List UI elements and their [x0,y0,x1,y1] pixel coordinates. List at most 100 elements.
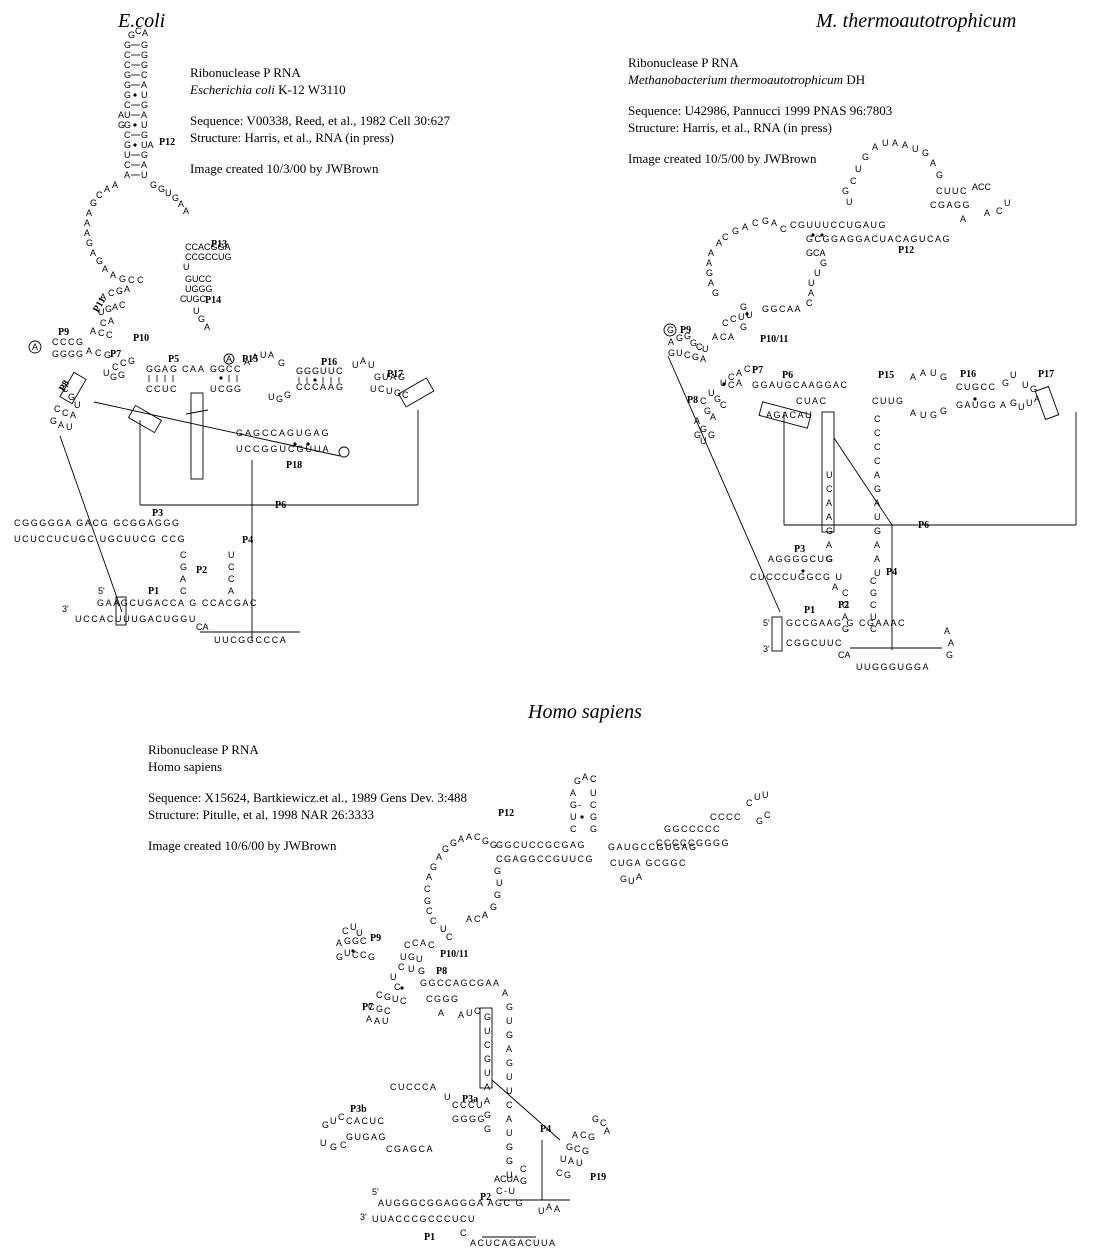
nucleotide-label: U [538,1206,545,1216]
nucleotide-label: U [762,790,769,800]
homo-helix-p1: P1 [424,1232,435,1243]
nucleotide-label: A [466,914,472,924]
homo-helix-p3a: P3a [462,1094,478,1105]
homo-helix-p19: P19 [590,1172,606,1183]
homo-helix-p10-11: P10/11 [440,949,468,960]
nucleotide-label: C [570,824,577,834]
homo-p9-p10: CUU AGGC GUCCG CCAC UGU [336,922,435,964]
nucleotide-label: U [320,1138,327,1148]
nucleotide-label: C [342,926,349,936]
nucleotide-label: CGAGCA [386,1144,434,1154]
nucleotide-label: CACUC [346,1116,386,1126]
nucleotide-label: G [376,1004,383,1014]
nucleotide-label: G [566,1142,573,1152]
nucleotide-label: G [570,800,577,810]
nucleotide-label: A [554,1204,560,1214]
nucleotide-label: GGCCCCC [664,824,721,834]
nucleotide-label: U [570,812,577,822]
nucleotide-label: U [466,1008,473,1018]
nucleotide-label: U [560,1154,567,1164]
nucleotide-label: C [400,996,407,1006]
nucleotide-label: GGCCAGCGAA [420,978,501,988]
homo-helix-p3b: P3b [350,1104,367,1115]
nucleotide-label: G [590,812,597,822]
nucleotide-label: A [636,872,642,882]
nucleotide-label: C [506,1100,513,1110]
nucleotide-label: A [572,1130,578,1140]
nucleotide-label: U [590,788,597,798]
nucleotide-label: A [570,788,576,798]
nucleotide-label: CGAGGCCGUUCG [496,854,594,864]
nucleotide-label: A [458,1010,464,1020]
nucleotide-label: C [520,1164,527,1174]
nucleotide-label: C [394,982,401,992]
nucleotide-label: G [506,1030,513,1040]
nucleotide-label: G [450,838,457,848]
base-pair-dot [351,949,354,952]
nucleotide-label: G [424,896,431,906]
nucleotide-label: G [506,1002,513,1012]
nucleotide-label: GGCUCCGCGAG [496,840,586,850]
nucleotide-label: C [360,950,367,960]
nucleotide-label: U [400,952,407,962]
nucleotide-label: C [460,1228,467,1238]
homo-helix-p9: P9 [370,933,381,944]
nucleotide-label: ACUCAGACUUA [470,1238,557,1248]
nucleotide-label: G [574,776,581,786]
nucleotide-label: C [340,1140,347,1150]
homo-helix-p4: P4 [540,1124,551,1135]
nucleotide-label: C [746,798,753,808]
homo-p12-arm: GAC AU G-C UG CG GGCUCCGCGAG CGAGGCCGUUC… [496,772,771,886]
homo-p3: CUCCCA UCCCU GGGG GUC CACUC GUGAG UGC CG… [320,1082,486,1154]
nucleotide-label: U [484,1026,491,1036]
nucleotide-label: A [466,832,472,842]
nucleotide-label: A [436,852,442,862]
nucleotide-label: U [506,1016,513,1026]
nucleotide-label: G [592,1114,599,1124]
nucleotide-label: GUGAG [346,1132,387,1142]
nucleotide-label: C [404,940,411,950]
homo-5prime: 5' [372,1187,379,1197]
nucleotide-label: G [582,1146,589,1156]
nucleotide-label: G [322,1120,329,1130]
nucleotide-label: G [442,844,449,854]
nucleotide-label: C [574,1144,581,1154]
nucleotide-label: C [412,938,419,948]
nucleotide-label: C [376,990,383,1000]
nucleotide-label: G [384,992,391,1002]
nucleotide-label: C [430,916,437,926]
nucleotide-label: A [604,1126,610,1136]
nucleotide-label: G [590,824,597,834]
nucleotide-label: U [382,1016,389,1026]
nucleotide-label: G [484,1012,491,1022]
homo-helix-p7: P8 [436,966,447,977]
homo-helix-p8: P7 [362,1002,373,1013]
nucleotide-label: A [484,1082,490,1092]
nucleotide-label: G [430,862,437,872]
nucleotide-label: A [484,1096,490,1106]
nucleotide-label: A [582,772,588,782]
nucleotide-label: U [576,1158,583,1168]
nucleotide-label: G [484,1124,491,1134]
nucleotide-label: CUGA GCGGC [610,858,687,868]
nucleotide-label: U [496,878,503,888]
homo-3prime: 3' [360,1212,367,1222]
nucleotide-label: C [484,1040,491,1050]
nucleotide-label: A [568,1156,574,1166]
nucleotide-label: C [424,884,431,894]
nucleotide-label: U [754,792,761,802]
nucleotide-label: A [426,872,432,882]
nucleotide-label: C [580,1130,587,1140]
nucleotide-label: G [494,866,501,876]
nucleotide-label: C [764,810,771,820]
nucleotide-label: G [520,1176,527,1186]
nucleotide-label: C [338,1112,345,1122]
nucleotide-label: A [482,910,488,920]
nucleotide-label: G [494,890,501,900]
nucleotide-label: A [336,938,342,948]
nucleotide-label: C [384,1006,391,1016]
nucleotide-label: G [484,1054,491,1064]
nucleotide-label: U [506,1086,513,1096]
base-pair-dot [400,986,403,989]
